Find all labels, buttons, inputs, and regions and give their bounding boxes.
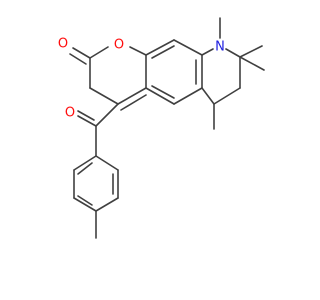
bond-ph4 bbox=[73, 197, 97, 212]
bond-ar5 bbox=[145, 87, 175, 105]
bond-ph-double-3 bbox=[77, 162, 93, 175]
amine-nitrogen-label: N bbox=[215, 40, 225, 55]
bond-c2-c3 bbox=[89, 87, 119, 105]
bond-ph3 bbox=[95, 197, 119, 212]
bond-thq2 bbox=[225, 48, 241, 58]
bond-ar8-double bbox=[151, 85, 175, 99]
bond-c3-benzoyl bbox=[95, 103, 119, 127]
carbonyl-oxygen-label: O bbox=[58, 37, 68, 52]
atom-labels: O O O N bbox=[58, 37, 225, 121]
bond-ph1 bbox=[95, 155, 119, 171]
bond-ph6 bbox=[73, 155, 97, 171]
bond-c2-carbonyl-double bbox=[69, 53, 87, 65]
bond-benzoyl-co-double bbox=[77, 110, 95, 121]
bond-benzoyl-co bbox=[77, 115, 97, 127]
bond-thq1 bbox=[201, 48, 214, 56]
bond-gem-methyl-1 bbox=[239, 45, 263, 58]
bond-thq5 bbox=[201, 87, 215, 105]
bond-c3-c4 bbox=[117, 87, 147, 105]
bond-ar6-double bbox=[151, 45, 175, 59]
bond-c4a-o1 bbox=[129, 46, 147, 56]
ketone-oxygen-label: O bbox=[65, 106, 75, 121]
bonds bbox=[69, 17, 265, 239]
bond-ar4 bbox=[173, 87, 203, 105]
bond-thq4 bbox=[213, 87, 241, 105]
bond-ph-double-2 bbox=[77, 195, 93, 206]
bond-ar2 bbox=[173, 39, 203, 56]
bond-ar1 bbox=[145, 39, 175, 56]
bond-c2-carbonyl bbox=[72, 47, 91, 59]
bond-o1-c2 bbox=[89, 46, 109, 59]
bond-c3-c4-double bbox=[120, 94, 147, 111]
bond-gem-methyl-2 bbox=[239, 56, 265, 71]
ring-oxygen-label: O bbox=[114, 38, 124, 53]
molecule-structure-diagram: O O O N bbox=[58, 17, 265, 239]
